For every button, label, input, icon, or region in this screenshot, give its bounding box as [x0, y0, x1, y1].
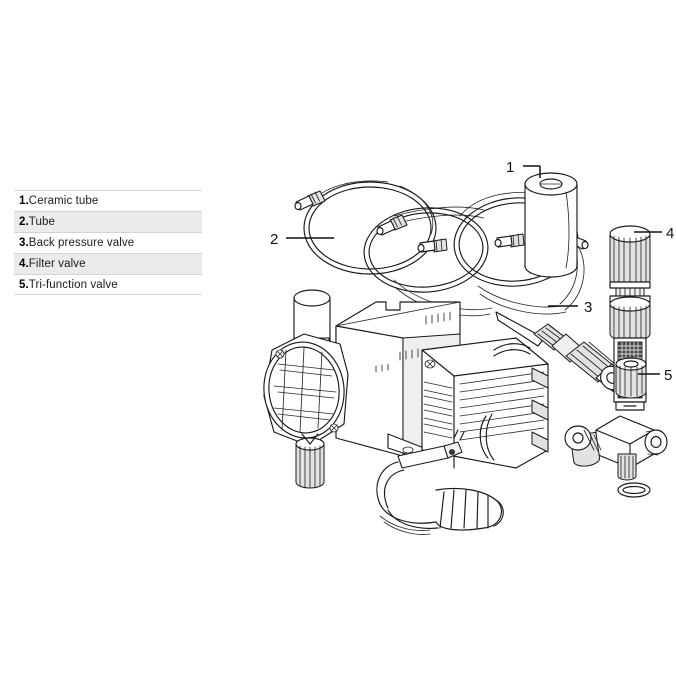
callout-label: 1	[506, 159, 514, 176]
power-cord	[376, 429, 504, 535]
callout-label: 4	[666, 225, 674, 242]
callout-5: 5	[638, 367, 672, 384]
callout-label: 3	[584, 299, 592, 316]
list-item-number: 2.	[19, 216, 29, 228]
pump-head	[263, 289, 349, 489]
list-item-number: 4.	[19, 258, 29, 270]
list-item[interactable]: 4.Filter valve	[14, 253, 202, 274]
tri-function-valve-assembly	[564, 415, 668, 481]
list-item-label: Tri-function valve	[28, 279, 118, 291]
list-item-label: Filter valve	[28, 258, 86, 270]
list-item[interactable]: 3.Back pressure valve	[14, 232, 202, 253]
list-item[interactable]: 2.Tube	[14, 211, 202, 232]
parts-list: 1.Ceramic tube 2.Tube 3.Back pressure va…	[14, 190, 202, 295]
callout-1: 1	[506, 159, 541, 178]
list-item-label: Back pressure valve	[28, 237, 135, 249]
list-item-number: 5.	[19, 279, 29, 291]
ceramic-tube	[524, 172, 578, 278]
o-ring	[617, 482, 651, 498]
list-item-number: 3.	[19, 237, 29, 249]
parts-diagram: 1 2 3 4 5	[248, 138, 676, 542]
callout-label: 5	[664, 367, 672, 384]
list-item-number: 1.	[19, 195, 29, 207]
callout-label: 2	[270, 231, 278, 248]
tube-fitting	[417, 238, 448, 253]
list-item-label: Ceramic tube	[28, 195, 99, 207]
list-item-label: Tube	[28, 216, 55, 228]
callout-3: 3	[548, 299, 592, 316]
motor	[421, 337, 549, 469]
tube-fitting	[494, 233, 525, 248]
tube-fitting	[376, 214, 408, 236]
list-item[interactable]: 5.Tri-function valve	[14, 274, 202, 295]
callout-2: 2	[270, 231, 334, 248]
tube-fitting	[294, 190, 326, 211]
callout-4: 4	[634, 225, 674, 242]
list-item[interactable]: 1.Ceramic tube	[14, 190, 202, 211]
tri-function-valve	[615, 357, 647, 399]
